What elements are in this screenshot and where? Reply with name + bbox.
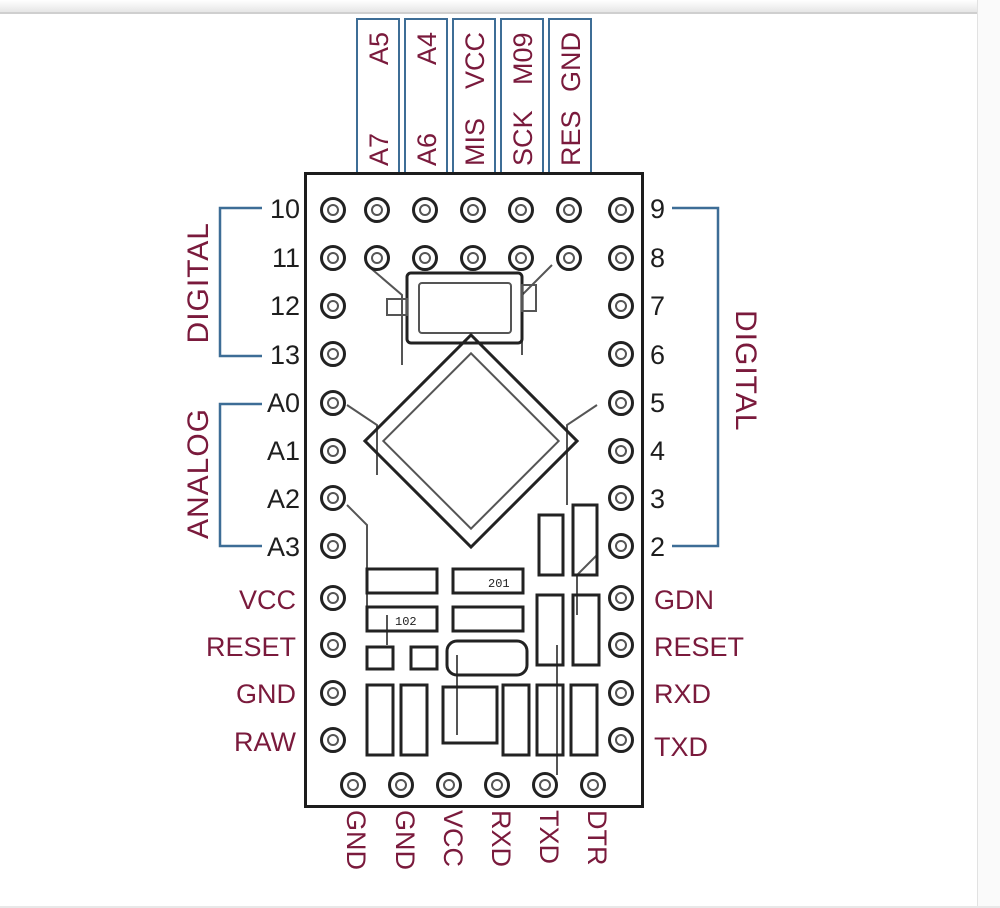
pin-label-sck: SCK	[508, 110, 538, 166]
top-header-pin-a4-a6: A6 A4	[404, 18, 448, 176]
pin-label-bottom-txd: TXD	[534, 810, 564, 864]
pin-label-bottom-dtr: DTR	[582, 810, 612, 866]
pin-hole	[608, 245, 634, 271]
pin-hole	[412, 197, 438, 223]
top-header-pin-vcc-mis: MIS VCC	[452, 18, 496, 176]
pin-label-gnd: GND	[556, 32, 586, 92]
scrollbar-track[interactable]	[977, 0, 1000, 908]
pin-label-11: 11	[271, 243, 300, 273]
pin-hole	[608, 438, 634, 464]
pin-label-9: 9	[650, 194, 666, 224]
pin-hole	[320, 341, 346, 367]
pin-label-m09: M09	[508, 32, 538, 85]
pin-label-gnd-left: GND	[236, 679, 296, 709]
pin-label-gdn: GDN	[654, 585, 714, 615]
pin-label-vcc-left: VCC	[238, 585, 296, 615]
pin-label-8: 8	[650, 243, 666, 273]
pin-hole	[320, 680, 346, 706]
pin-hole	[484, 772, 510, 798]
pin-hole	[340, 772, 366, 798]
pin-hole	[320, 438, 346, 464]
pin-label-vcc: VCC	[460, 32, 490, 90]
pin-label-7: 7	[650, 291, 666, 321]
pin-hole	[460, 197, 486, 223]
pin-hole	[320, 390, 346, 416]
pin-hole	[460, 245, 486, 271]
pin-label-raw: RAW	[234, 727, 296, 757]
pin-label-a4: A4	[412, 32, 442, 66]
pin-hole	[608, 632, 634, 658]
pin-hole	[556, 245, 582, 271]
pin-hole	[320, 585, 346, 611]
window-top-edge	[0, 0, 978, 14]
pin-hole	[608, 727, 634, 753]
resistor-marking-201: 201	[488, 577, 510, 591]
pin-label-a1: A1	[266, 436, 300, 466]
pin-hole	[508, 197, 534, 223]
left-analog-bracket	[218, 402, 262, 548]
board-outline: 201 102	[304, 172, 644, 808]
left-digital-group-label: DIGITAL	[182, 222, 215, 344]
pin-hole	[364, 197, 390, 223]
pin-hole	[580, 772, 606, 798]
pin-label-a0: A0	[266, 388, 300, 418]
right-digital-bracket	[672, 206, 720, 548]
pin-label-5: 5	[650, 388, 666, 418]
pin-hole	[436, 772, 462, 798]
pin-label-a2: A2	[266, 484, 300, 514]
pin-label-mis: MIS	[460, 117, 490, 166]
pin-label-a6: A6	[412, 132, 442, 166]
left-analog-group-label: ANALOG	[182, 408, 215, 540]
pin-hole	[388, 772, 414, 798]
board-circuit-drawing: 201 102	[346, 264, 601, 775]
pin-label-rxd-right: RXD	[654, 679, 712, 709]
pin-label-txd-right: TXD	[654, 732, 708, 762]
top-header-pin-gnd-res: RES GND	[548, 18, 592, 176]
pin-hole	[608, 485, 634, 511]
pin-label-10: 10	[269, 194, 300, 224]
pin-hole	[412, 245, 438, 271]
pin-label-reset-right: RESET	[654, 632, 745, 662]
pin-label-2: 2	[650, 532, 666, 562]
window-bottom-edge	[0, 906, 1000, 908]
pin-label-bottom-rxd: RXD	[486, 810, 516, 868]
pin-label-13: 13	[269, 340, 300, 370]
pin-label-4: 4	[650, 436, 666, 466]
pin-label-6: 6	[650, 340, 666, 370]
pin-label-a7: A7	[364, 132, 394, 166]
pin-label-3: 3	[650, 484, 666, 514]
pin-label-reset-left: RESET	[205, 632, 296, 662]
pin-hole	[320, 632, 346, 658]
pin-hole	[320, 293, 346, 319]
pin-hole	[608, 585, 634, 611]
pin-label-12: 12	[269, 291, 300, 321]
pin-hole	[508, 245, 534, 271]
pin-label-bottom-gnd-1: GND	[341, 810, 371, 870]
pin-hole	[532, 772, 558, 798]
resistor-marking-102: 102	[395, 615, 417, 629]
pin-hole	[556, 197, 582, 223]
pin-hole	[320, 533, 346, 559]
pin-label-bottom-gnd-2: GND	[390, 810, 420, 870]
pin-hole	[608, 341, 634, 367]
pin-hole	[320, 485, 346, 511]
right-digital-group-label: DIGITAL	[729, 310, 762, 432]
pin-hole	[608, 533, 634, 559]
pin-hole	[364, 245, 390, 271]
pin-hole	[608, 293, 634, 319]
pin-hole	[608, 680, 634, 706]
pin-label-a3: A3	[266, 532, 300, 562]
pin-label-bottom-vcc: VCC	[438, 810, 468, 868]
pin-hole	[320, 245, 346, 271]
pin-hole	[320, 197, 346, 223]
top-header-pin-a5-a7: A7 A5	[356, 18, 400, 176]
pin-label-res: RES	[556, 110, 586, 166]
pin-hole	[608, 390, 634, 416]
pin-label-a5: A5	[364, 32, 394, 66]
left-digital-bracket	[218, 206, 262, 358]
pin-hole	[320, 727, 346, 753]
pin-hole	[608, 197, 634, 223]
top-header-pin-m09-sck: SCK M09	[500, 18, 544, 176]
